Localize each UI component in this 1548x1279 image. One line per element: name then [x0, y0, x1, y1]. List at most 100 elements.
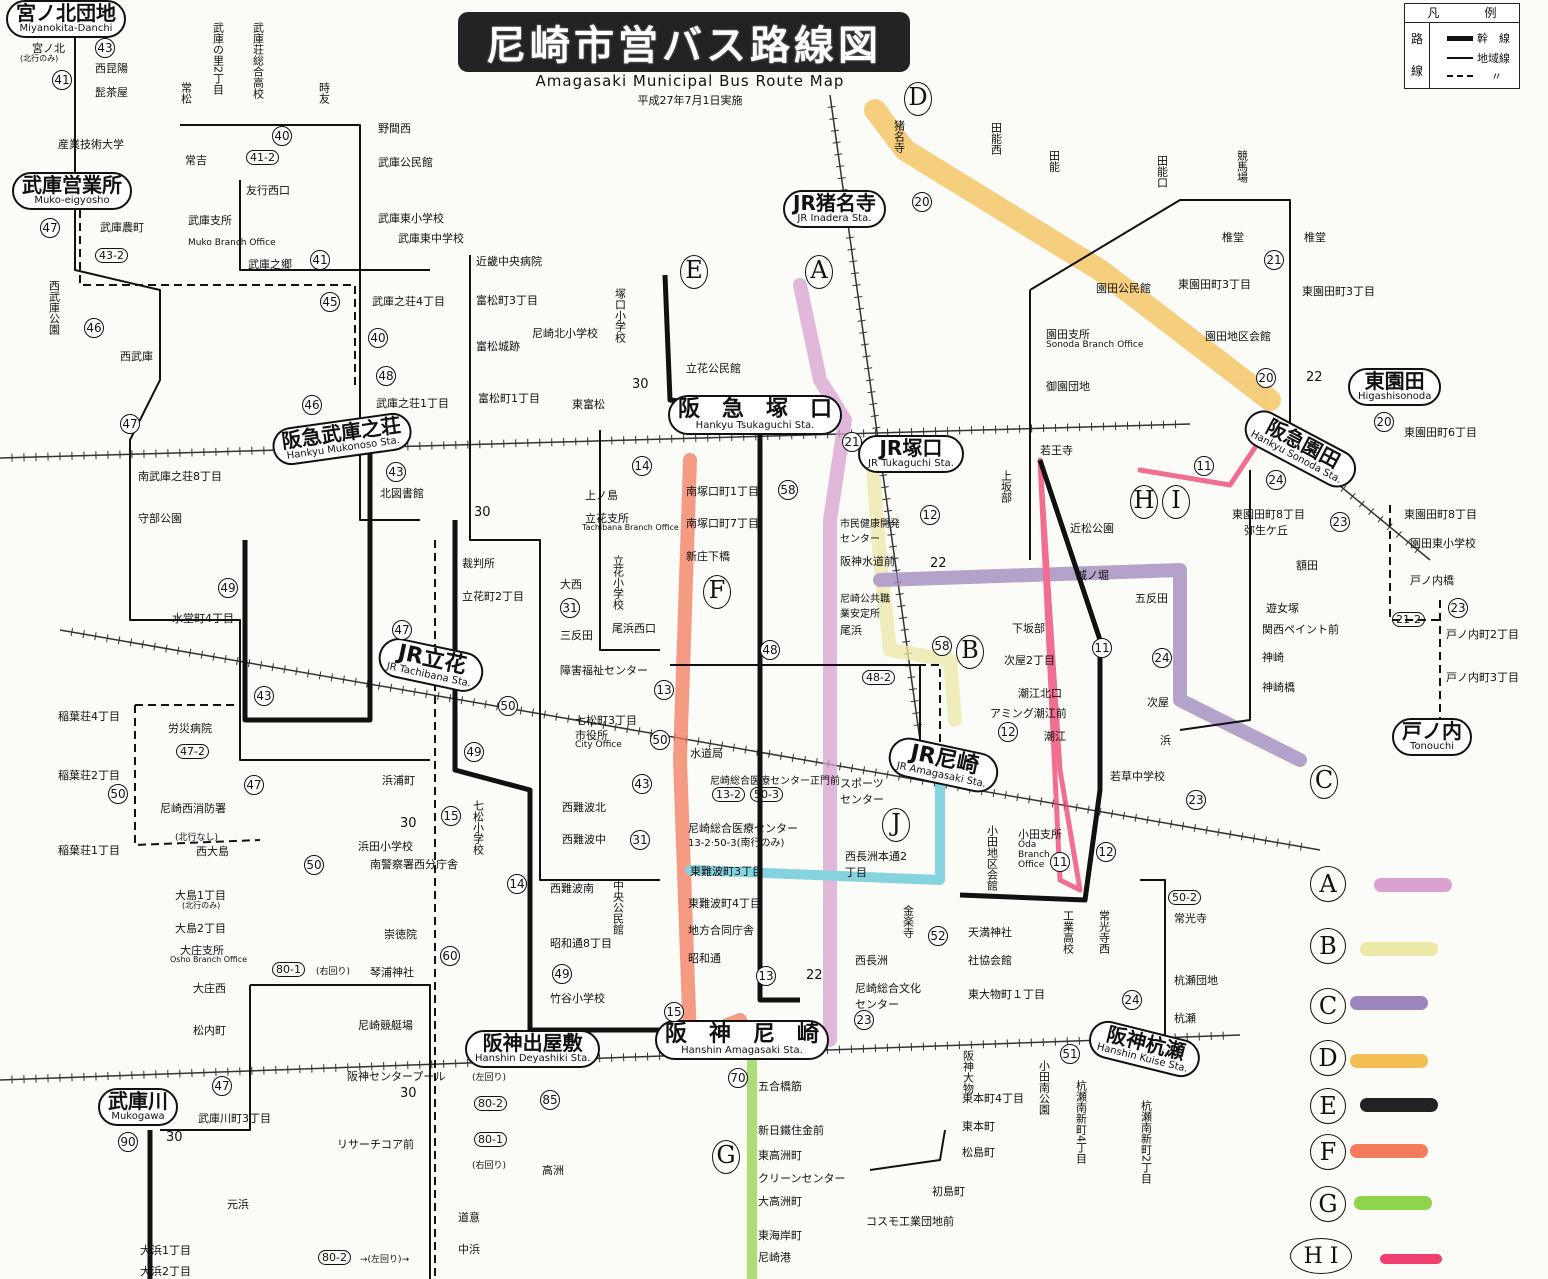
railway-tick: [864, 367, 873, 370]
railway-tick: [910, 700, 919, 703]
station-name: JR猪名寺: [793, 191, 876, 215]
route-number: 80-2: [474, 1096, 507, 1111]
stop-label: 大浜1丁目: [140, 1244, 191, 1257]
station-name-en: JR Inadera Sta.: [797, 213, 872, 224]
route-number: 30: [474, 505, 491, 520]
railway-tick: [200, 650, 204, 659]
railway-tick: [1240, 832, 1244, 841]
railway-tick: [224, 654, 227, 663]
railway-tick: [1110, 809, 1114, 818]
stop-label: 市役所: [575, 729, 608, 742]
stop-label: 産業技術大学: [58, 138, 124, 151]
railway-tick: [1386, 523, 1393, 531]
legend-header: 凡 例: [1405, 4, 1519, 23]
route-number: 49: [464, 742, 484, 762]
stop-label: 五反田: [1135, 592, 1168, 605]
railway-tick: [882, 498, 891, 501]
railway-tick: [271, 663, 274, 672]
stop-label: 大島2丁目: [175, 922, 226, 935]
stop-label: 関西ペイント前: [1262, 623, 1339, 636]
stop-label: 七松町3丁目: [575, 714, 637, 727]
trunk-route-30: [242, 440, 373, 723]
stop-label: 田能西: [989, 122, 1003, 155]
railway-tick: [1099, 807, 1102, 816]
railway-tick: [992, 789, 996, 798]
route-number: 20: [1256, 368, 1276, 388]
route-number: 50: [650, 730, 670, 750]
railway-tick: [1368, 508, 1375, 515]
stop-label: 西難波南: [550, 882, 594, 895]
route-number: 43: [386, 462, 406, 482]
route-number: 24: [1122, 990, 1142, 1010]
route-direction-note: (左回り): [472, 1073, 507, 1083]
handwritten-letter-B: B: [956, 635, 984, 669]
stop-label: 道意: [458, 1211, 480, 1224]
railway-tick: [895, 593, 904, 596]
stop-label: 西難波中: [562, 833, 606, 846]
railway-tick: [153, 642, 156, 651]
station-name: 武庫川: [108, 1089, 168, 1113]
railway-tick: [342, 675, 345, 684]
key-letter-C: C: [1310, 988, 1346, 1024]
railway-tick: [890, 557, 899, 560]
route-number: 43-2: [95, 248, 128, 263]
legend-header-left: 凡: [1427, 6, 1440, 20]
railway-tick: [898, 616, 907, 619]
railway-tick: [720, 741, 724, 750]
railway-tick: [377, 681, 381, 690]
stop-label: 立花小学校: [611, 555, 625, 610]
stop-label: 戸ノ内町2丁目: [1446, 628, 1519, 641]
stop-label: 新庄下橋: [686, 550, 730, 563]
route-number: 58: [932, 636, 952, 656]
railway-tick: [165, 644, 168, 653]
stop-label: 西長洲: [855, 954, 888, 967]
railway-tick: [578, 716, 582, 725]
stop-label: 立花町2丁目: [462, 590, 524, 603]
railway-tick: [829, 117, 838, 120]
railway-tick: [850, 764, 854, 773]
route-number: 52: [928, 926, 948, 946]
stop-label: 初島町: [932, 1185, 965, 1198]
route-number: 43: [632, 774, 652, 794]
station-name: JR塚口: [879, 436, 943, 460]
stop-label-en: Muko Branch Office: [188, 238, 276, 248]
route-number: 23: [1330, 512, 1350, 532]
stop-label: 武庫公民館: [378, 156, 433, 169]
stop-label: 野間西: [378, 122, 411, 135]
stop-label: 竹谷小学校: [550, 992, 605, 1005]
legend-regional-label: 地域線: [1477, 52, 1510, 65]
route-number: 43: [95, 38, 115, 58]
route-number: 23: [854, 1010, 874, 1030]
stop-label: 富松町1丁目: [478, 392, 540, 405]
railway-tick: [259, 661, 263, 670]
railway-tick: [129, 638, 133, 647]
railway-tick: [872, 426, 881, 429]
route-number: 85: [540, 1090, 560, 1110]
railway-tick: [1039, 797, 1043, 806]
route-B-highlight: [865, 448, 962, 727]
stop-label: 大西: [560, 578, 582, 591]
railway-tick: [389, 683, 393, 692]
railway-tick: [862, 766, 866, 775]
railway-tick: [862, 355, 871, 358]
stop-label: 社協会館: [968, 954, 1012, 967]
railway-tick: [869, 402, 878, 406]
stop-label: 北図書館: [380, 487, 424, 500]
route-number: 47: [212, 1076, 232, 1096]
station-name: 阪 急 塚 口: [678, 397, 833, 422]
legend-dashed-label: 〃: [1491, 70, 1502, 83]
route-number: 21-2: [1392, 612, 1425, 627]
railway-tick: [886, 770, 889, 779]
stop-label: 水堂町4丁目: [172, 612, 234, 625]
stop-label: 神崎: [1262, 651, 1284, 664]
